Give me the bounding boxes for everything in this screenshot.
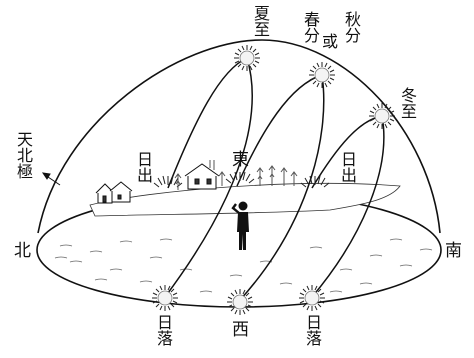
summer-sun-icon bbox=[233, 44, 261, 72]
winter-sun-icon bbox=[368, 102, 396, 130]
sunset-right-label: 日落 bbox=[305, 313, 322, 348]
spring-equinox-label: 春分 bbox=[303, 10, 320, 45]
equinox-sun-icon bbox=[308, 61, 336, 89]
sunrise-left-label: 日出 bbox=[136, 150, 153, 185]
winter-solstice-label: 冬至 bbox=[400, 86, 417, 121]
autumn-equinox-label: 秋分 bbox=[344, 10, 361, 45]
house-icon bbox=[95, 181, 133, 204]
sunrise-east-sun-icon bbox=[225, 171, 255, 184]
east-label: 東 bbox=[232, 150, 249, 170]
celestial-pole-label: 天北極 bbox=[16, 130, 33, 181]
house-icon bbox=[184, 163, 220, 190]
trees bbox=[174, 160, 298, 190]
person-icon bbox=[231, 201, 249, 250]
summer-solstice-label: 夏至 bbox=[253, 4, 270, 39]
winter-path bbox=[311, 115, 385, 298]
or-label: 或 bbox=[322, 32, 339, 51]
sunset-left-label: 日落 bbox=[156, 313, 173, 348]
water-texture bbox=[54, 238, 433, 293]
south-label: 南 bbox=[445, 241, 462, 261]
pointer-arrow-icon bbox=[41, 172, 61, 186]
north-label: 北 bbox=[14, 241, 31, 261]
celestial-dome bbox=[37, 39, 441, 234]
west-label: 西 bbox=[232, 320, 249, 340]
sunrise-right-label: 日出 bbox=[340, 150, 357, 185]
